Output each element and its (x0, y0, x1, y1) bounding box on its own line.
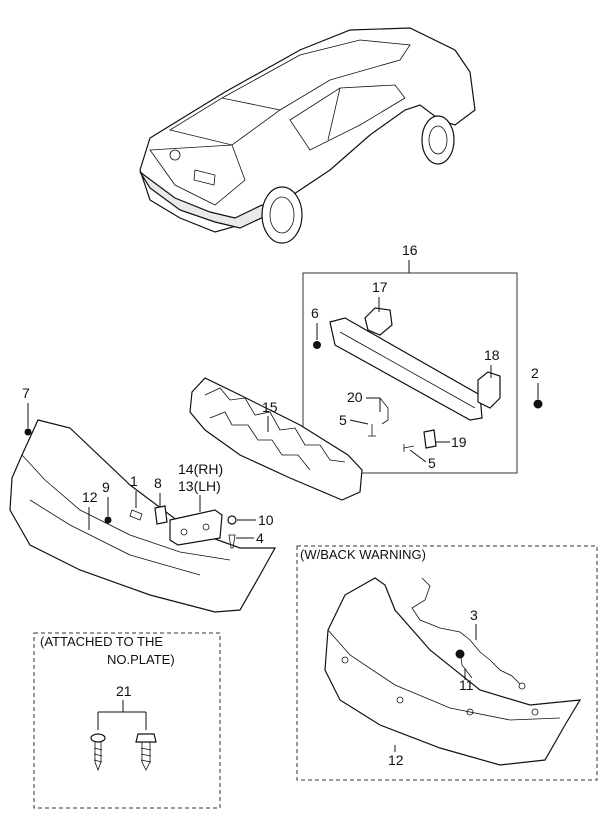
callout-17: 17 (372, 279, 388, 295)
plate-caption-line1: (ATTACHED TO THE (40, 634, 163, 649)
callout-12a: 12 (82, 489, 98, 505)
callout-21: 21 (116, 683, 132, 699)
callout-7: 7 (22, 385, 30, 401)
front-wheel (421, 115, 455, 165)
back-warning-caption: (W/BACK WARNING) (300, 547, 426, 562)
callout-2: 2 (531, 365, 539, 381)
callout-1: 1 (130, 473, 138, 489)
car-illustration (139, 27, 476, 244)
back-warning-box (296, 545, 598, 781)
callout-9: 9 (102, 479, 110, 495)
callout-3: 3 (470, 607, 478, 623)
callout-5a: 5 (339, 412, 347, 428)
rear-bumper-cover (9, 419, 277, 613)
beam-assembly-box (302, 272, 518, 474)
rear-wheel (261, 186, 303, 244)
callout-13: 13(LH) (178, 478, 221, 494)
callout-19: 19 (451, 434, 467, 450)
rear-bumper-cover-back-warning (324, 577, 582, 766)
callout-4: 4 (256, 530, 264, 546)
callout-14: 14(RH) (178, 461, 223, 477)
callout-6: 6 (311, 305, 319, 321)
callout-8: 8 (154, 475, 162, 491)
callout-12b: 12 (388, 752, 404, 768)
callout-11: 11 (459, 677, 474, 693)
plate-caption-line2: NO.PLATE) (107, 652, 175, 667)
bolt (135, 733, 157, 771)
callout-16: 16 (402, 242, 418, 258)
bracket-18 (477, 371, 501, 409)
sensor-wiring-harness (411, 577, 521, 685)
license-plate-bracket (169, 509, 223, 546)
bracket-17 (364, 307, 393, 336)
callout-15: 15 (262, 399, 278, 415)
callout-20: 20 (347, 389, 363, 405)
screw (90, 733, 106, 772)
energy-absorber (189, 377, 363, 501)
callout-10: 10 (258, 512, 274, 528)
clip-19 (423, 429, 437, 449)
callout-18: 18 (484, 347, 500, 363)
callout-5b: 5 (428, 455, 436, 471)
plate-hardware-box (33, 632, 221, 809)
